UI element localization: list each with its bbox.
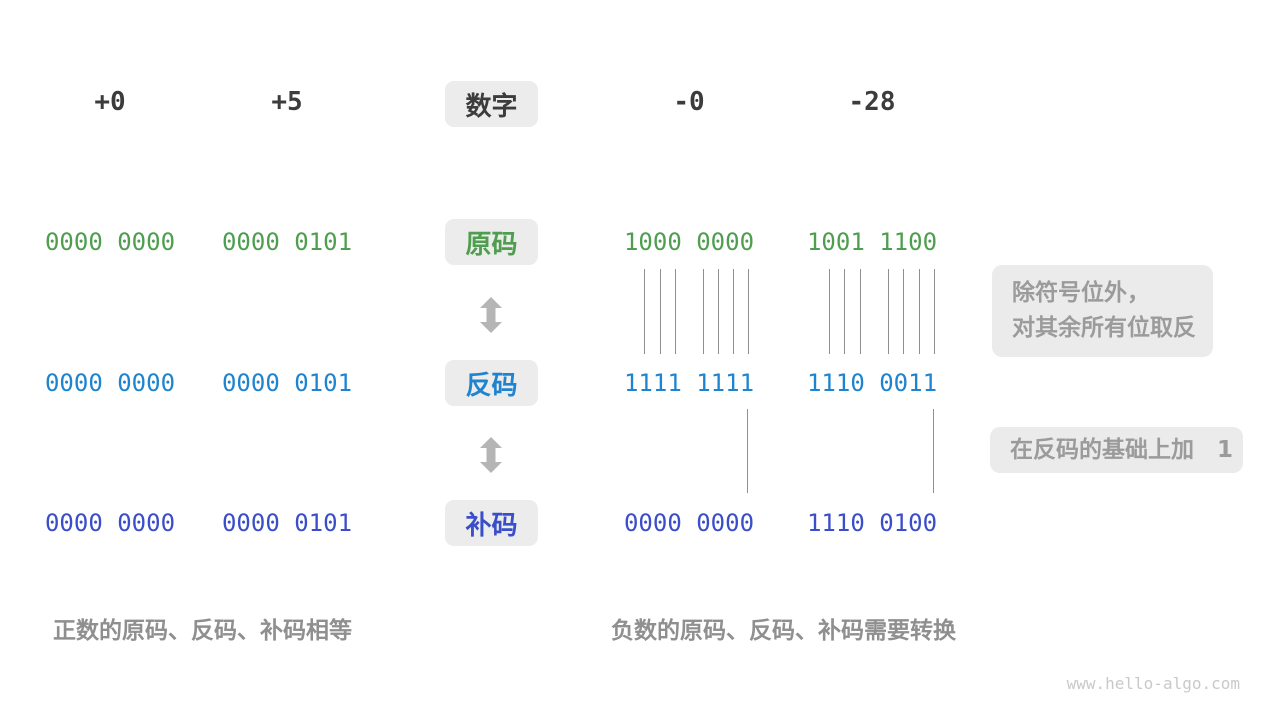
bit-connector-line — [933, 409, 934, 493]
bit-connector-line — [903, 269, 904, 354]
ones-complement-label: 反码 — [465, 370, 518, 401]
binary-value: 1000 0000 — [623, 228, 755, 256]
header-number-pos-five: +5 — [271, 87, 303, 117]
bit-connector-line — [888, 269, 889, 354]
header-number-neg-zero: -0 — [673, 87, 705, 117]
binary-value: 0000 0000 — [44, 228, 176, 256]
bit-connector-line — [934, 269, 935, 354]
sign-magnitude-label: 原码 — [465, 229, 518, 260]
bit-connector-line — [829, 269, 830, 354]
binary-value: 1111 1111 — [623, 369, 755, 397]
updown-arrow-icon — [480, 297, 502, 333]
binary-value: 0000 0101 — [221, 228, 353, 256]
watermark: www.hello-algo.com — [1066, 674, 1240, 693]
binary-value: 0000 0000 — [44, 509, 176, 537]
bit-connector-line — [844, 269, 845, 354]
bit-connector-line — [747, 409, 748, 493]
binary-value: 1110 0100 — [806, 509, 938, 537]
positive-caption: 正数的原码、反码、补码相等 — [53, 618, 352, 644]
bit-connector-line — [660, 269, 661, 354]
bit-connector-line — [919, 269, 920, 354]
bit-connector-line — [733, 269, 734, 354]
sign-magnitude-label-box: 原码 — [445, 219, 538, 265]
ones-complement-label-box: 反码 — [445, 360, 538, 406]
header-number-pos-zero: +0 — [94, 87, 126, 117]
binary-value: 0000 0101 — [221, 369, 353, 397]
binary-value: 0000 0000 — [623, 509, 755, 537]
callout-line: 在反码的基础上加 1 — [1010, 436, 1234, 463]
add-one-callout: 在反码的基础上加 1 — [990, 427, 1243, 473]
negative-caption: 负数的原码、反码、补码需要转换 — [611, 618, 956, 644]
binary-value: 0000 0101 — [221, 509, 353, 537]
invert-bits-callout: 除符号位外， 对其余所有位取反 — [992, 265, 1213, 357]
bit-connector-line — [675, 269, 676, 354]
twos-complement-label-box: 补码 — [445, 500, 538, 546]
bit-connector-line — [718, 269, 719, 354]
bit-connector-line — [644, 269, 645, 354]
number-label: 数字 — [465, 91, 518, 122]
binary-value: 1110 0011 — [806, 369, 938, 397]
callout-line: 对其余所有位取反 — [1012, 315, 1196, 341]
header-number-neg-28: -28 — [848, 87, 896, 117]
bit-connector-line — [748, 269, 749, 354]
binary-value: 0000 0000 — [44, 369, 176, 397]
callout-line: 除符号位外， — [1012, 280, 1150, 306]
updown-arrow-icon — [480, 437, 502, 473]
twos-complement-label: 补码 — [465, 510, 518, 541]
bit-connector-line — [860, 269, 861, 354]
number-label-box: 数字 — [445, 81, 538, 127]
bit-connector-line — [703, 269, 704, 354]
binary-value: 1001 1100 — [806, 228, 938, 256]
